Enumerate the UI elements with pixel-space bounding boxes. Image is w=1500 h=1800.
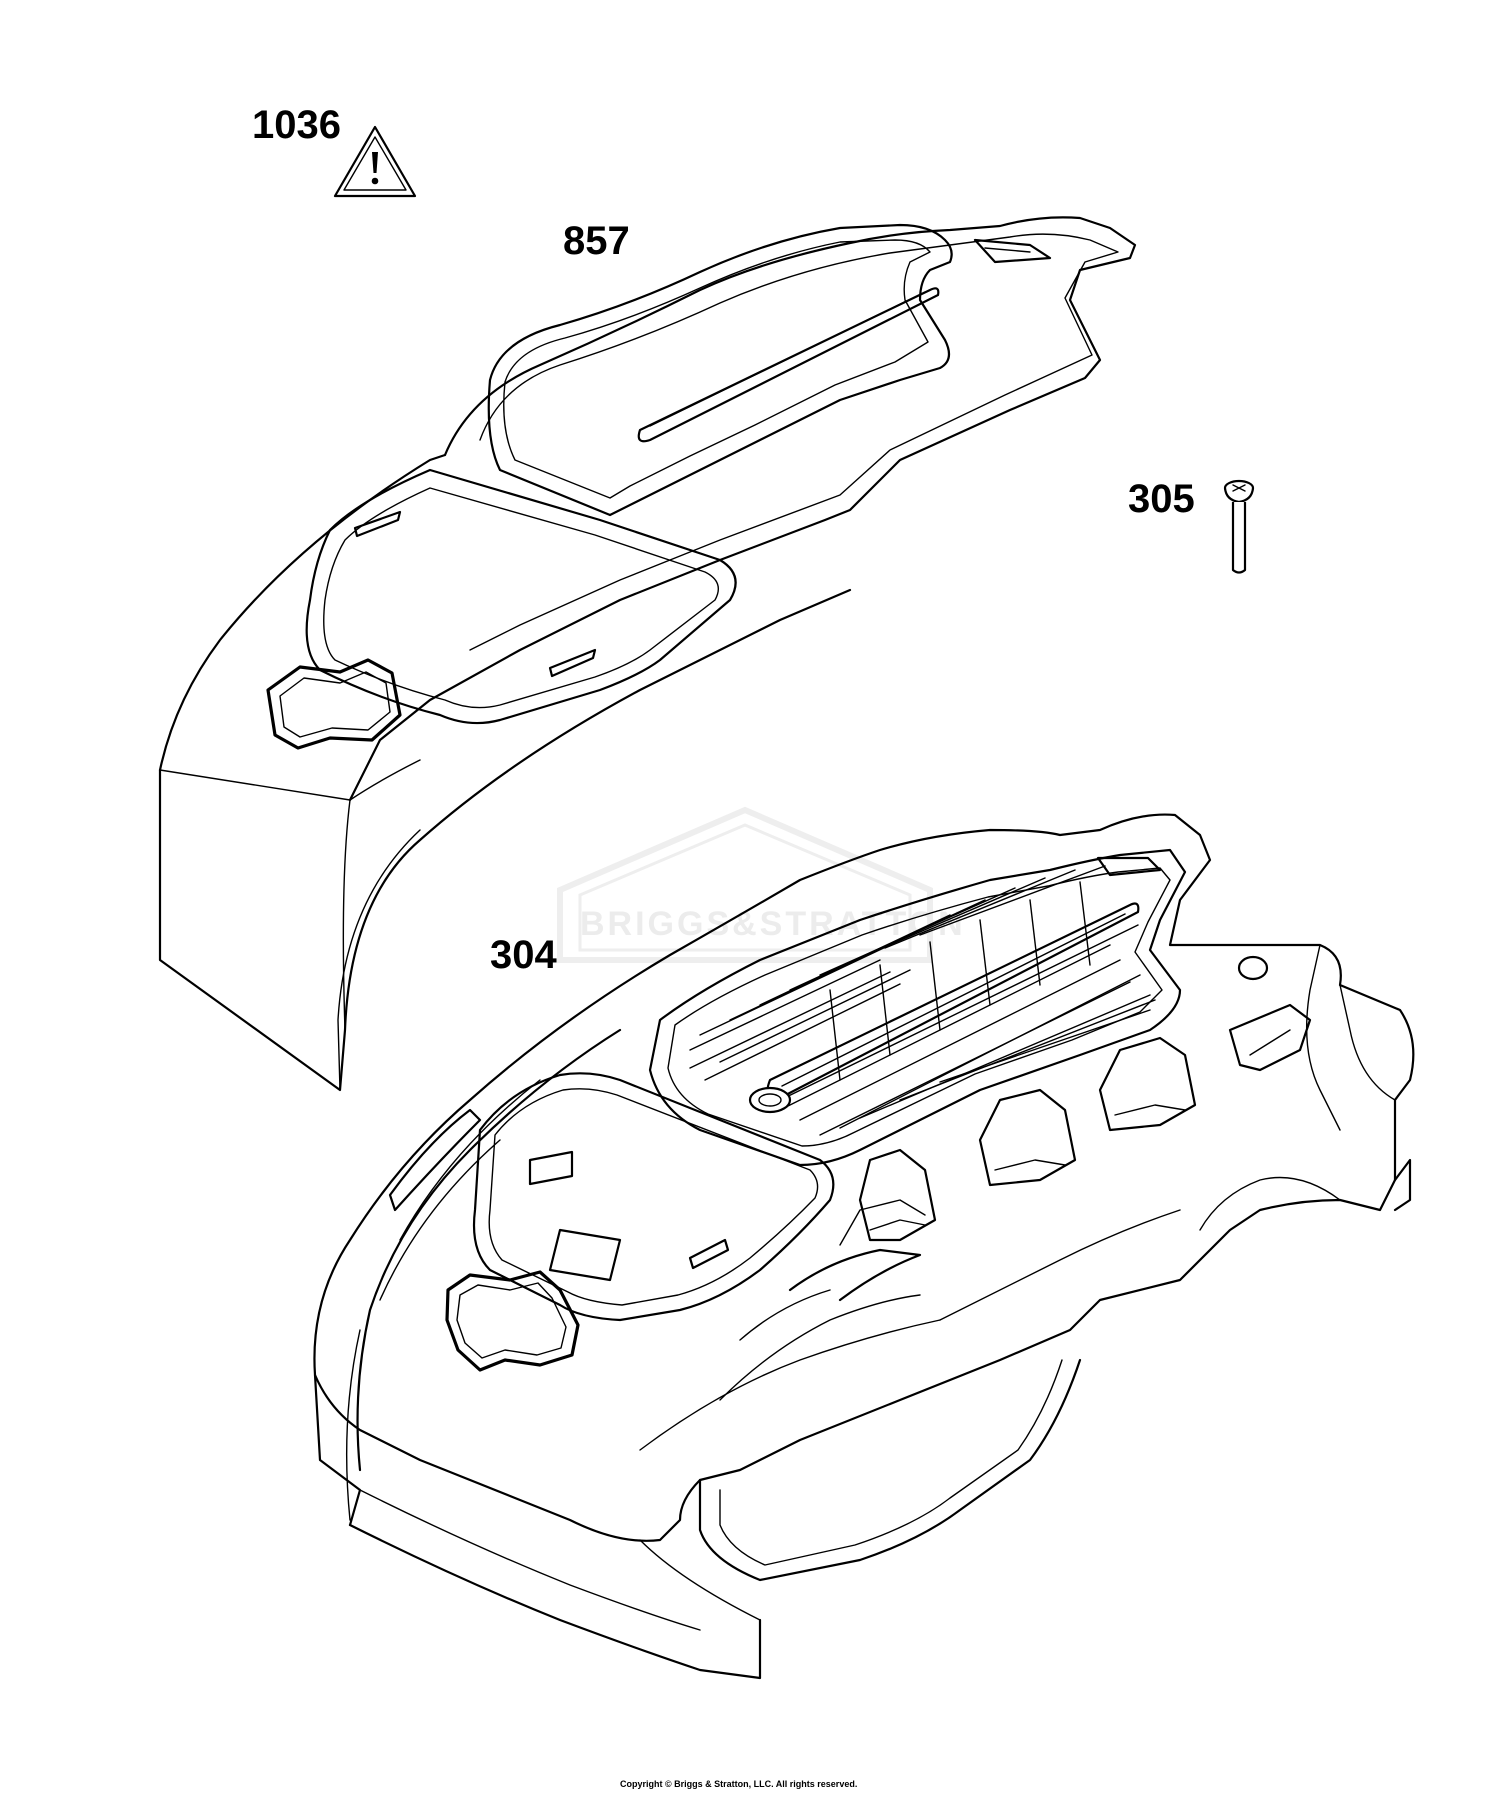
part-label-304[interactable]: 304 — [490, 933, 557, 977]
copyright-text: Copyright © Briggs & Stratton, LLC. All … — [620, 1779, 857, 1789]
bolt-305-drawing — [1223, 479, 1255, 574]
part-label-305[interactable]: 305 — [1128, 477, 1195, 521]
part-label-857[interactable]: 857 — [563, 219, 630, 263]
part-label-1036[interactable]: 1036 — [252, 103, 341, 147]
housing-304-drawing — [313, 813, 1415, 1680]
cover-857-drawing — [158, 216, 1137, 1092]
warning-triangle-icon[interactable] — [333, 125, 417, 198]
watermark-text: BRIGGS&STRATTON — [580, 905, 966, 943]
brand-watermark: BRIGGS&STRATTON — [557, 806, 966, 963]
